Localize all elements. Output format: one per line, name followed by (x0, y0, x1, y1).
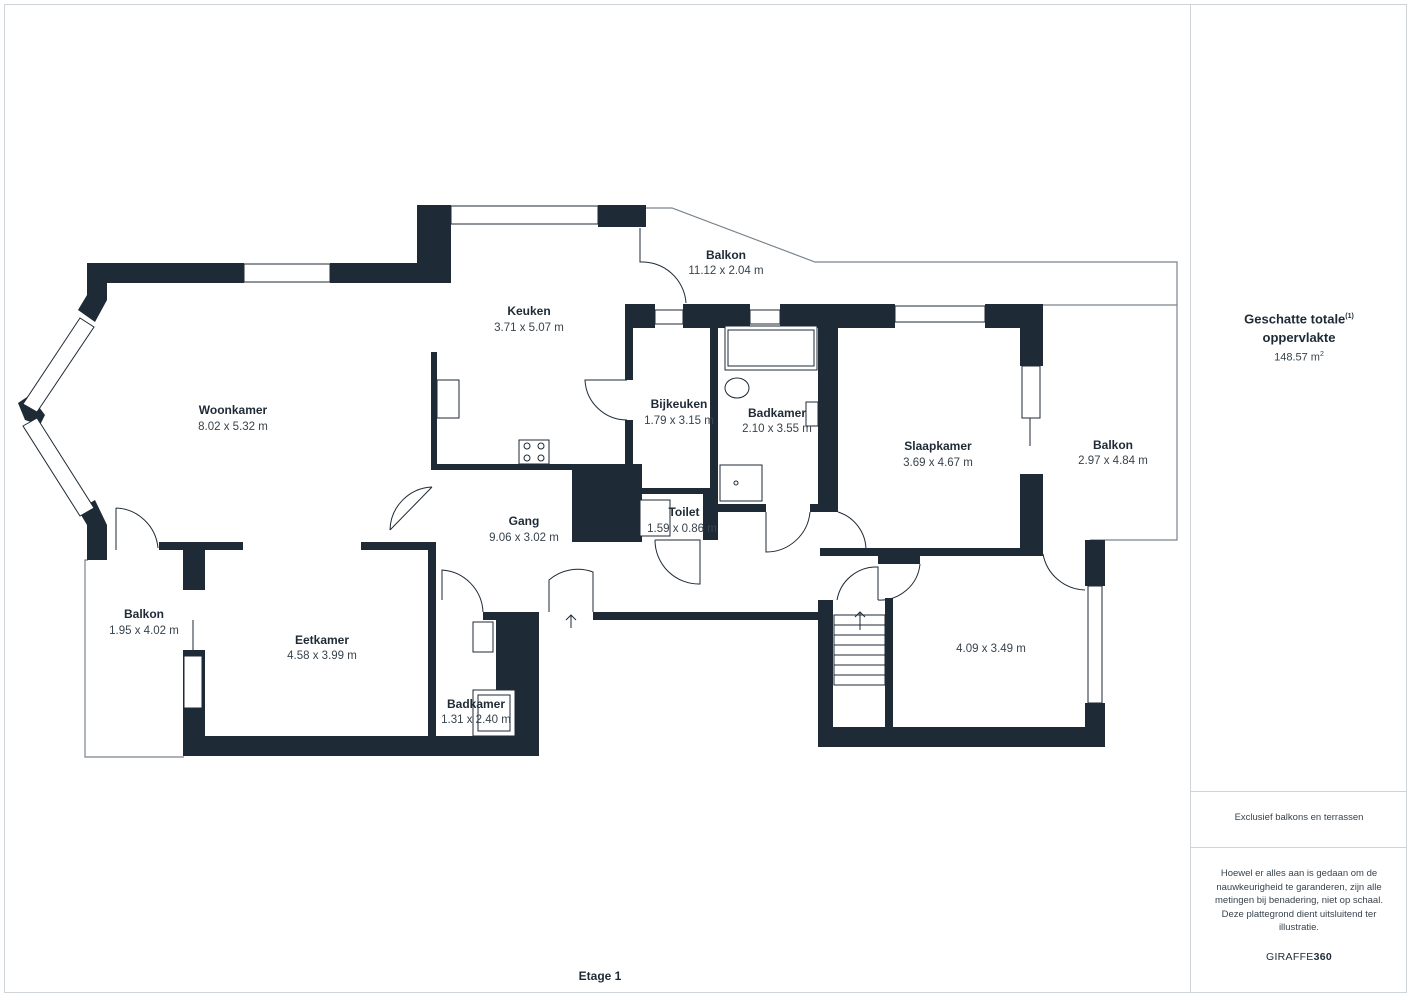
walls (18, 205, 1105, 756)
total-area-title-line1: Geschatte totale (1244, 311, 1346, 327)
room-name-eetkamer: Eetkamer (295, 633, 349, 647)
room-name-bijkeuken: Bijkeuken (651, 397, 708, 411)
floor-label: Etage 1 (578, 969, 622, 983)
room-dims-badkamer-1: 2.10 x 3.55 m (742, 423, 812, 435)
total-area-title: Geschatte totale(1) oppervlakte (1191, 307, 1407, 347)
room-dims-balkon-right: 2.97 x 4.84 m (1078, 455, 1148, 467)
toilet-bowl (639, 499, 671, 537)
room-dims-bijkeuken: 1.79 x 3.15 m (644, 415, 714, 427)
room-dims-badkamer-2: 1.31 x 2.40 m (441, 714, 511, 726)
page-frame (4, 4, 1407, 993)
bath-toilet (724, 377, 750, 399)
room-dims-slaapkamer: 3.69 x 4.67 m (903, 457, 973, 469)
stairs (833, 611, 886, 686)
room-dims-balkon-top: 11.12 x 2.04 m (688, 265, 763, 277)
room-dims-toilet: 1.59 x 0.86 m (647, 523, 717, 535)
room-name-keuken: Keuken (507, 304, 550, 318)
footnote-marker: (1) (1345, 313, 1354, 320)
total-area-value: 148.57 m2 (1191, 351, 1407, 364)
entrance-arrow-icon (565, 614, 577, 628)
balkon-top-outline (645, 207, 1178, 541)
total-area-number: 148.57 m (1274, 351, 1320, 364)
room-name-badkamer-1: Badkamer (748, 406, 806, 420)
sidebar-divider-2 (1191, 847, 1407, 848)
sidebar-divider (1190, 4, 1191, 993)
room-dims-keuken: 3.71 x 5.07 m (494, 322, 564, 334)
badkamer-2-sink (472, 621, 494, 653)
room-name-slaapkamer: Slaapkamer (904, 439, 972, 453)
floor-plan: Balkon 11.12 x 2.04 m Keuken 3.71 x 5.07… (18, 205, 1178, 758)
room-name-balkon-left: Balkon (124, 607, 164, 621)
shower (719, 464, 763, 502)
brand-prefix: GIRAFFE (1265, 951, 1314, 963)
area-unit-exponent: 2 (1319, 351, 1324, 358)
cooktop (518, 439, 550, 465)
balkon-left-outline (84, 559, 184, 758)
fixtures (192, 325, 1031, 737)
sidebar-divider-1 (1191, 791, 1407, 792)
room-name-gang: Gang (509, 514, 540, 528)
room-name-balkon-top: Balkon (706, 248, 746, 262)
room-dims-eetkamer: 4.58 x 3.99 m (287, 650, 357, 662)
exclusion-note: Exclusief balkons en terrassen (1234, 812, 1364, 823)
bath-sink (805, 401, 819, 427)
room-name-balkon-right: Balkon (1093, 438, 1133, 452)
room-labels: Balkon 11.12 x 2.04 m Keuken 3.71 x 5.07… (109, 248, 1148, 726)
doors (115, 228, 1086, 613)
room-name-toilet: Toilet (668, 505, 699, 519)
kitchen-sink (436, 379, 460, 419)
windows (22, 205, 1103, 709)
brand-logo: GIRAFFE360 (1191, 951, 1407, 963)
room-dims-gang: 9.06 x 3.02 m (489, 532, 559, 544)
balcony-outlines (84, 207, 1178, 758)
room-dims-balkon-left: 1.95 x 4.02 m (109, 625, 179, 637)
room-name-woonkamer: Woonkamer (199, 403, 268, 417)
room-dims-woonkamer: 8.02 x 5.32 m (198, 421, 268, 433)
disclaimer-text: Hoewel er alles aan is gedaan om de nauw… (1215, 868, 1383, 933)
total-area-title-line2: oppervlakte (1262, 330, 1336, 346)
brand-suffix: 360 (1313, 951, 1333, 963)
room-dims-unnamed: 4.09 x 3.49 m (956, 643, 1026, 655)
room-name-badkamer-2: Badkamer (447, 697, 505, 711)
